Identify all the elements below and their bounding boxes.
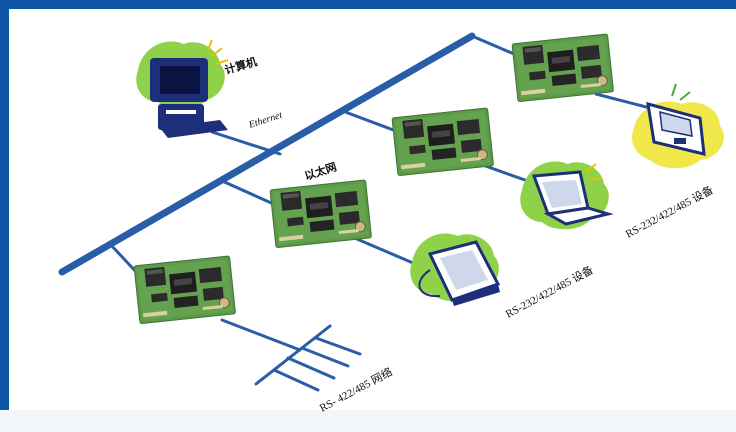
serial-server-module-4: [133, 255, 237, 325]
rs485-network-label: RS- 422/485 网络: [317, 364, 395, 414]
serial-server-module-2: [391, 107, 495, 177]
link-rs485: [220, 318, 302, 352]
ethernet-backbone-line: [58, 32, 476, 276]
link-module-3: [218, 178, 280, 208]
link-pda: [594, 92, 652, 110]
frame-top-border: [0, 0, 736, 9]
serial-server-module-1: [511, 33, 615, 103]
scanner-icon: [410, 233, 501, 306]
device-label-lower: RS-232/422/485 设备: [503, 263, 596, 321]
frame-left-border: [0, 0, 9, 410]
frame-bottom-strip: [0, 410, 736, 432]
device-label-upper: RS-232/422/485 设备: [623, 183, 716, 241]
ethernet-backbone-label: 以太网: [303, 159, 339, 183]
computer-label: 计算机: [223, 54, 259, 77]
ethernet-link-label: Ethernet: [247, 110, 284, 131]
serial-server-module-3: [269, 179, 373, 249]
laptop-icon: [520, 161, 614, 230]
desktop-computer-icon: [136, 39, 229, 138]
rs485-bus-icon: [254, 324, 362, 392]
link-scanner: [348, 234, 422, 268]
pda-device-icon: [631, 83, 724, 169]
link-computer: [210, 130, 282, 156]
